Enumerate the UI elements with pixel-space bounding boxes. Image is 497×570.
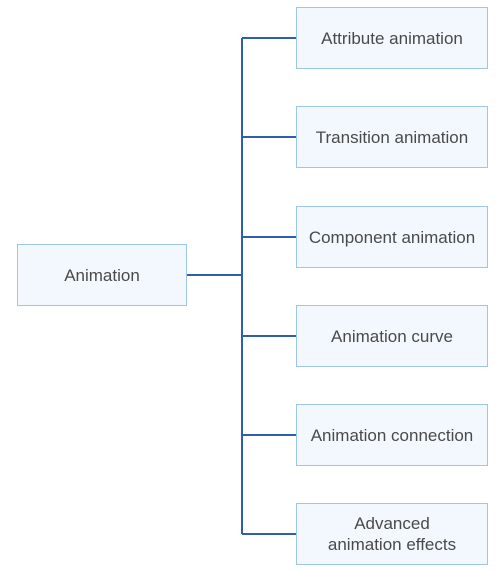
child-node-animation-connection: Animation connection xyxy=(296,404,488,466)
child-node-attribute-animation: Attribute animation xyxy=(296,7,488,69)
root-node-animation: Animation xyxy=(17,244,187,306)
child-node-component-animation: Component animation xyxy=(296,206,488,268)
child-node-advanced-animation-effects: Advanced animation effects xyxy=(296,503,488,565)
child-node-transition-animation: Transition animation xyxy=(296,106,488,168)
child-node-animation-curve: Animation curve xyxy=(296,305,488,367)
